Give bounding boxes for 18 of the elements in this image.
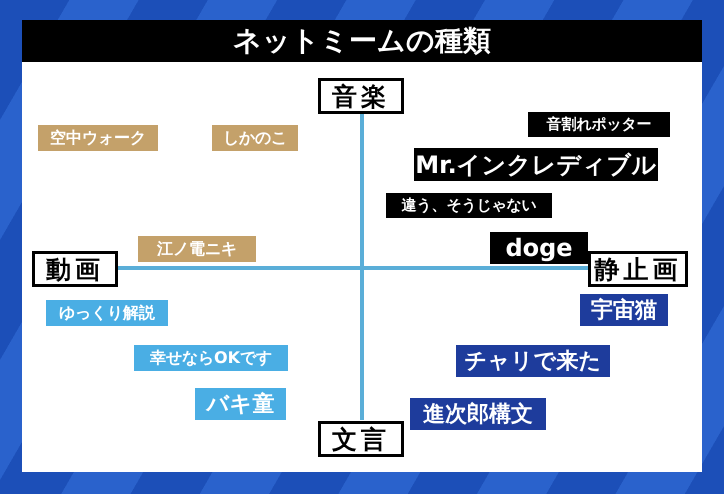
meme-tag: しかのこ xyxy=(212,125,298,151)
meme-tag: 進次郎構文 xyxy=(410,398,546,430)
meme-tag: Mr.インクレディブル xyxy=(414,148,658,181)
axis-label: 動画 xyxy=(32,251,118,287)
axis-label: 音楽 xyxy=(318,78,404,114)
meme-tag: 江ノ電ニキ xyxy=(138,236,256,262)
meme-tag: チャリで来た xyxy=(456,345,610,377)
meme-tag: 空中ウォーク xyxy=(38,125,158,151)
axis-label: 文言 xyxy=(318,421,404,457)
meme-tag: 違う、そうじゃない xyxy=(386,193,552,218)
meme-tag: doge xyxy=(490,232,588,264)
meme-tag: 宇宙猫 xyxy=(580,294,668,326)
meme-tag: 幸せならOKです xyxy=(134,345,288,371)
title-bar: ネットミームの種類 xyxy=(22,20,702,62)
meme-tag: ゆっくり解説 xyxy=(46,300,168,326)
axis-label: 静止画 xyxy=(588,251,688,287)
meme-tag: 音割れポッター xyxy=(528,112,670,137)
meme-tag: バキ童 xyxy=(195,388,286,420)
